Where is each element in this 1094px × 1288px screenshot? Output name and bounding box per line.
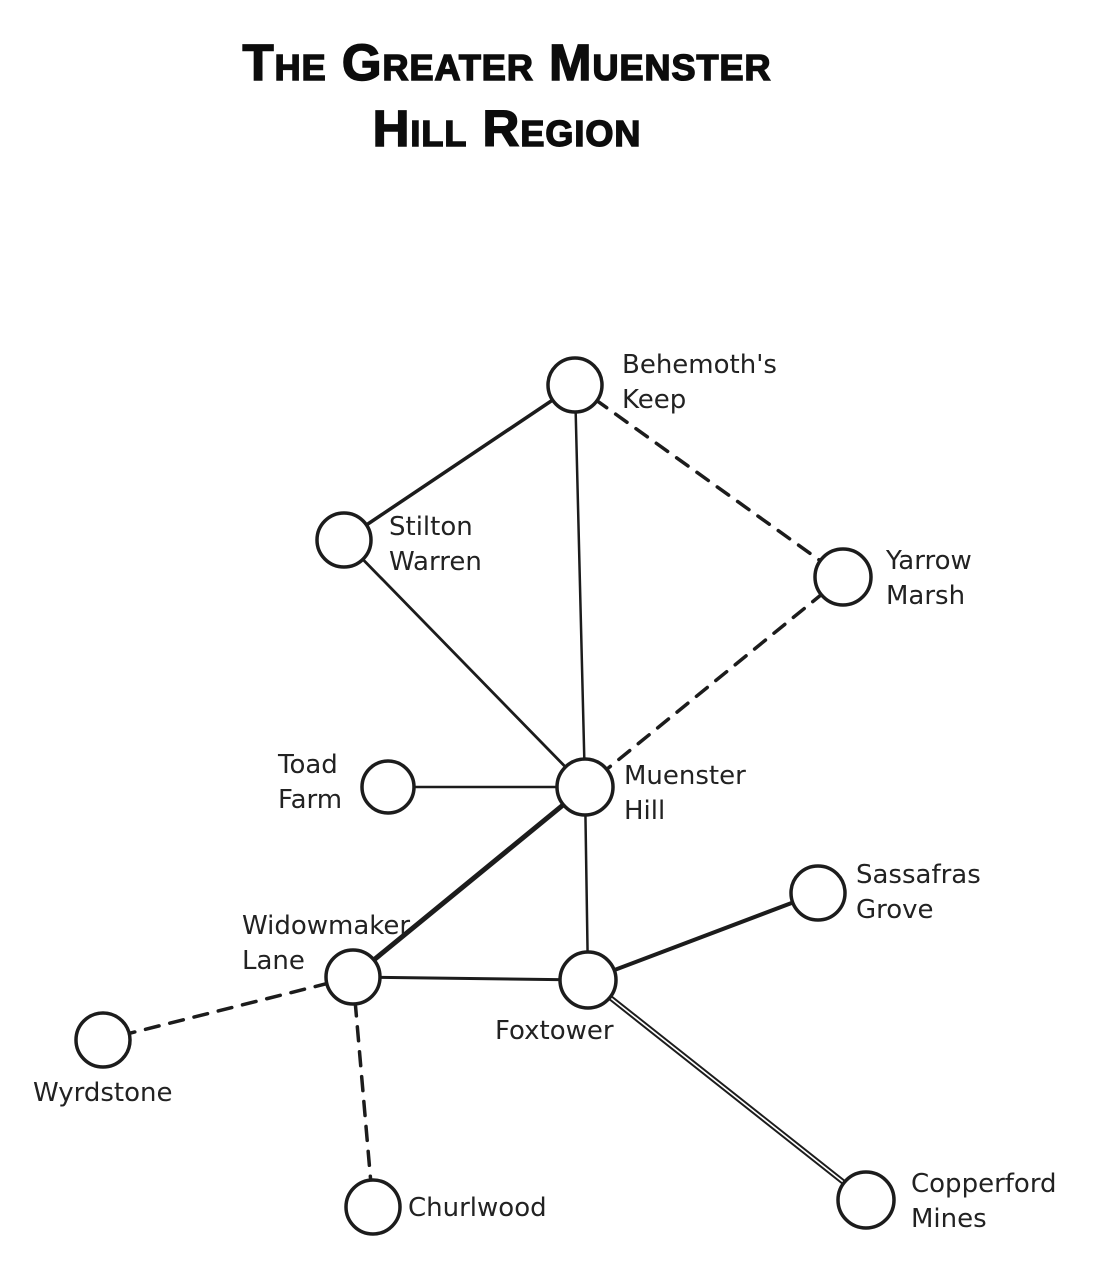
node-widowmaker-lane bbox=[324, 948, 382, 1006]
edge-muenster-hill-foxtower bbox=[583, 785, 590, 982]
page-title-line-1: The Greater Muenster bbox=[242, 33, 772, 92]
page-title: The Greater Muenster Hill Region bbox=[0, 30, 1014, 162]
edge-foxtower-sassafras-grove bbox=[586, 891, 820, 982]
node-churlwood bbox=[344, 1178, 402, 1236]
node-muenster-hill bbox=[555, 757, 615, 817]
node-label-wyrdstone: Wyrdstone bbox=[33, 1078, 173, 1108]
node-sassafras-grove bbox=[789, 864, 847, 922]
node-foxtower bbox=[558, 950, 618, 1010]
edge-widowmaker-lane-foxtower bbox=[351, 975, 590, 982]
edge-behemoths-keep-stilton-warren bbox=[342, 383, 577, 542]
node-stilton-warren bbox=[315, 511, 373, 569]
edge-widowmaker-lane-churlwood bbox=[351, 975, 375, 1209]
node-wyrdstone bbox=[74, 1011, 132, 1069]
edge-stilton-warren-muenster-hill bbox=[342, 538, 587, 789]
edge-muenster-hill-widowmaker-lane bbox=[350, 784, 588, 980]
node-label-foxtower: Foxtower bbox=[495, 1016, 614, 1046]
node-toad-farm bbox=[360, 759, 416, 815]
page-title-line-2: Hill Region bbox=[372, 99, 642, 158]
node-behemoths-keep bbox=[546, 356, 604, 414]
edge-behemoths-keep-muenster-hill bbox=[573, 383, 587, 789]
edge-yarrow-marsh-muenster-hill bbox=[583, 575, 845, 789]
edge-core-foxtower-copperford-mines bbox=[587, 979, 867, 1201]
node-label-churlwood: Churlwood bbox=[408, 1193, 547, 1223]
node-copperford-mines bbox=[836, 1170, 896, 1230]
node-yarrow-marsh bbox=[813, 547, 873, 607]
edge-widowmaker-lane-wyrdstone bbox=[101, 975, 355, 1042]
edge-behemoths-keep-yarrow-marsh bbox=[573, 383, 845, 579]
